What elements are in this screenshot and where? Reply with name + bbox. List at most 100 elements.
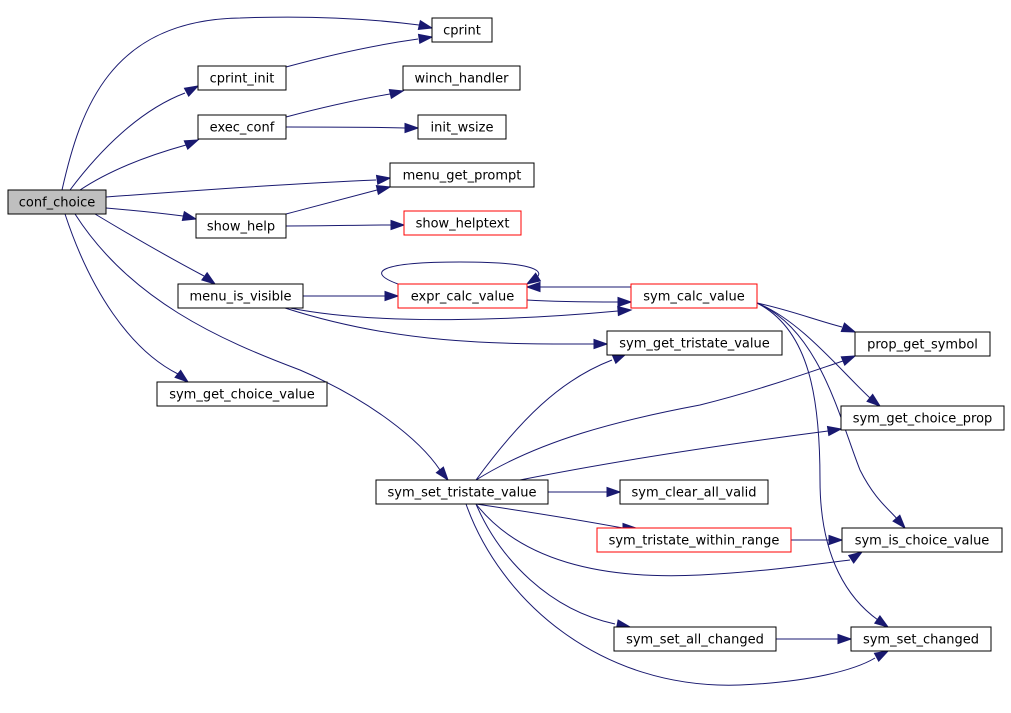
node-sym-tristate-within-range[interactable]: sym_tristate_within_range bbox=[596, 527, 792, 553]
edge-sym_set_tristate_value-to-prop_get_symbol bbox=[475, 355, 857, 481]
node-show-help[interactable]: show_help bbox=[195, 213, 287, 239]
edge-conf_choice-to-cprint bbox=[61, 16, 434, 191]
node-box bbox=[613, 626, 777, 652]
node-box bbox=[596, 527, 792, 553]
node-sym-get-choice-value[interactable]: sym_get_choice_value bbox=[156, 381, 328, 407]
node-box bbox=[177, 283, 304, 309]
edge-conf_choice-to-sym_get_choice_value bbox=[64, 213, 190, 383]
node-box bbox=[397, 283, 528, 309]
node-box bbox=[606, 330, 783, 356]
node-cprint-init[interactable]: cprint_init bbox=[197, 65, 287, 91]
node-box bbox=[841, 527, 1003, 553]
node-expr-calc-value[interactable]: expr_calc_value bbox=[397, 283, 528, 309]
node-sym-clear-all-valid[interactable]: sym_clear_all_valid bbox=[619, 479, 769, 505]
node-show-helptext[interactable]: show_helptext bbox=[403, 210, 522, 236]
node-label: show_helptext bbox=[416, 217, 510, 232]
edge-conf_choice-to-cprint_init bbox=[69, 85, 200, 191]
edge-sym_calc_value-to-prop_get_symbol bbox=[756, 302, 857, 333]
node-cprint[interactable]: cprint bbox=[431, 17, 493, 43]
node-box bbox=[403, 210, 522, 236]
node-label: sym_set_tristate_value bbox=[388, 486, 537, 501]
edge-exec_conf-to-winch_handler bbox=[285, 88, 405, 118]
node-label: show_help bbox=[207, 220, 275, 235]
node-box bbox=[402, 65, 521, 91]
node-label: cprint bbox=[443, 24, 481, 39]
node-label: sym_set_changed bbox=[863, 633, 979, 648]
node-box bbox=[389, 162, 535, 188]
node-box bbox=[417, 114, 507, 140]
node-box bbox=[619, 479, 769, 505]
edge-sym_calc_value-to-expr_calc_value bbox=[525, 281, 631, 293]
edge-conf_choice-to-menu_is_visible bbox=[94, 213, 217, 285]
node-sym-is-choice-value[interactable]: sym_is_choice_value bbox=[841, 527, 1003, 553]
edge-sym_calc_value-to-sym_set_changed bbox=[756, 302, 890, 628]
edge-sym_set_tristate_value-to-sym_is_choice_value bbox=[475, 503, 864, 577]
node-menu-get-prompt[interactable]: menu_get_prompt bbox=[389, 162, 535, 188]
node-box bbox=[197, 65, 287, 91]
node-label: sym_get_choice_value bbox=[169, 388, 315, 403]
node-box bbox=[854, 331, 991, 357]
edge-sym_set_tristate_value-to-sym_clear_all_valid bbox=[547, 486, 622, 498]
edge-sym_set_tristate_value-to-sym_get_tristate_value bbox=[475, 353, 628, 481]
node-box bbox=[156, 381, 328, 407]
node-label: sym_is_choice_value bbox=[855, 534, 990, 549]
edge-show_help-to-menu_get_prompt bbox=[285, 184, 392, 215]
edge-expr_calc_value-to-expr_calc_value bbox=[381, 261, 542, 285]
edge-conf_choice-to-show_help bbox=[105, 207, 198, 222]
node-label: exec_conf bbox=[210, 121, 275, 136]
edge-conf_choice-to-sym_set_tristate_value bbox=[74, 213, 449, 482]
node-sym-set-changed[interactable]: sym_set_changed bbox=[850, 626, 992, 652]
edge-menu_is_visible-to-sym_get_tristate_value bbox=[284, 307, 609, 350]
node-label: expr_calc_value bbox=[411, 290, 514, 305]
node-prop-get-symbol[interactable]: prop_get_symbol bbox=[854, 331, 991, 357]
node-box bbox=[431, 17, 493, 43]
edge-sym_set_all_changed-to-sym_set_changed bbox=[775, 633, 853, 645]
node-winch-handler[interactable]: winch_handler bbox=[402, 65, 521, 91]
node-sym-get-choice-prop[interactable]: sym_get_choice_prop bbox=[840, 405, 1005, 431]
node-label: cprint_init bbox=[210, 72, 275, 87]
edge-conf_choice-to-menu_get_prompt bbox=[105, 174, 392, 198]
node-exec-conf[interactable]: exec_conf bbox=[197, 114, 287, 140]
edge-sym_set_tristate_value-to-sym_get_choice_prop bbox=[519, 425, 843, 481]
edge-show_help-to-show_helptext bbox=[285, 219, 406, 231]
node-label: sym_tristate_within_range bbox=[609, 534, 780, 549]
edge-conf_choice-to-exec_conf bbox=[79, 139, 200, 191]
edge-cprint_init-to-cprint bbox=[285, 33, 434, 68]
node-label: menu_get_prompt bbox=[403, 169, 522, 184]
edge-sym_tristate_within_range-to-sym_is_choice_value bbox=[791, 534, 844, 546]
node-label: init_wsize bbox=[431, 121, 494, 136]
node-label: prop_get_symbol bbox=[867, 338, 978, 353]
node-sym-set-all-changed[interactable]: sym_set_all_changed bbox=[613, 626, 777, 652]
node-label: winch_handler bbox=[414, 72, 509, 87]
node-conf-choice: conf_choice bbox=[7, 189, 107, 215]
edge-sym_set_tristate_value-to-sym_set_changed bbox=[465, 503, 890, 686]
node-box bbox=[375, 479, 549, 505]
node-box bbox=[197, 114, 287, 140]
node-menu-is-visible[interactable]: menu_is_visible bbox=[177, 283, 304, 309]
edge-expr_calc_value-to-sym_calc_value bbox=[526, 296, 633, 308]
nodes: conf_choice cprint cprint_init exec_conf win… bbox=[7, 17, 1005, 652]
edge-sym_calc_value-to-sym_is_choice_value bbox=[756, 302, 907, 530]
node-box bbox=[7, 189, 107, 215]
node-box bbox=[195, 213, 287, 239]
node-sym-calc-value[interactable]: sym_calc_value bbox=[630, 283, 758, 309]
node-init-wsize[interactable]: init_wsize bbox=[417, 114, 507, 140]
node-label: sym_get_tristate_value bbox=[619, 337, 769, 352]
node-label: conf_choice bbox=[19, 196, 96, 211]
node-box bbox=[630, 283, 758, 309]
edge-menu_is_visible-to-sym_calc_value bbox=[289, 305, 633, 321]
node-label: menu_is_visible bbox=[189, 290, 291, 305]
node-sym-get-tristate-value[interactable]: sym_get_tristate_value bbox=[606, 330, 783, 356]
node-label: sym_set_all_changed bbox=[626, 633, 764, 648]
edge-exec_conf-to-init_wsize bbox=[285, 122, 420, 134]
edge-sym_calc_value-to-sym_get_choice_prop bbox=[756, 302, 882, 407]
edge-sym_set_tristate_value-to-sym_set_all_changed bbox=[475, 503, 632, 630]
node-label: sym_clear_all_valid bbox=[631, 486, 756, 501]
node-label: sym_get_choice_prop bbox=[853, 412, 993, 427]
edges bbox=[61, 16, 907, 686]
node-label: sym_calc_value bbox=[643, 290, 745, 305]
edge-menu_is_visible-to-expr_calc_value bbox=[303, 290, 400, 302]
node-sym-set-tristate-value[interactable]: sym_set_tristate_value bbox=[375, 479, 549, 505]
node-box bbox=[840, 405, 1005, 431]
